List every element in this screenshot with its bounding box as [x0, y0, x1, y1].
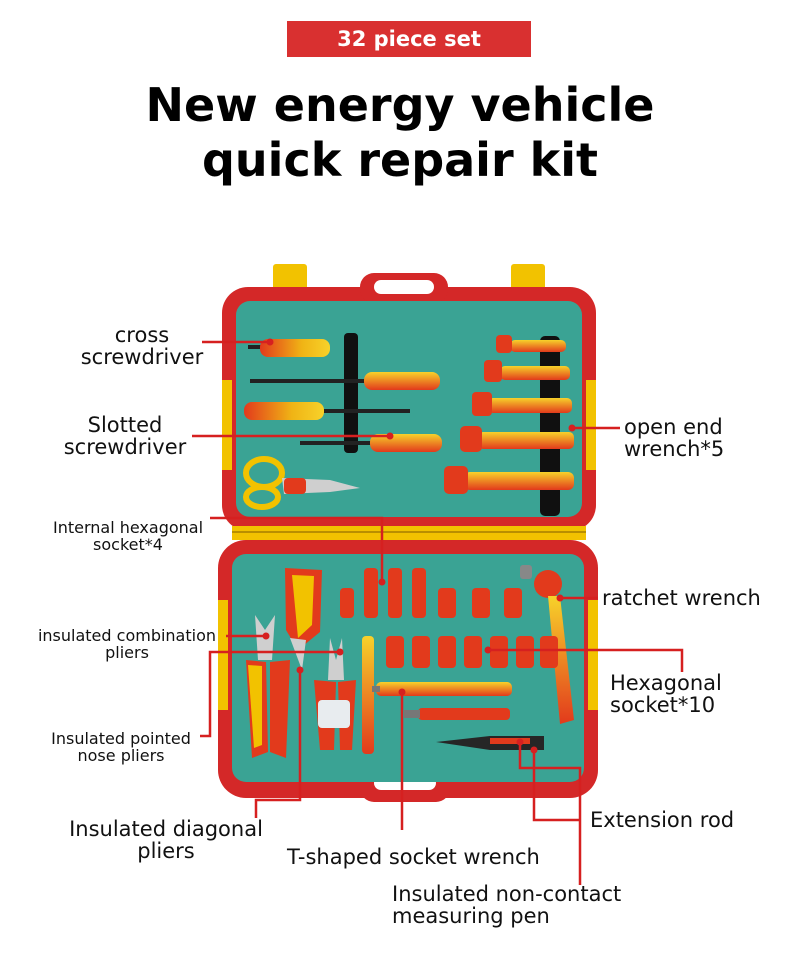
label-line: socket*10	[610, 693, 716, 718]
label-combination-pliers: insulated combination pliers	[20, 626, 234, 662]
label-line: open end	[624, 415, 723, 439]
label-line: Insulated diagonal	[69, 817, 263, 841]
extension-rod	[404, 708, 510, 720]
label-line: wrench*5	[624, 437, 725, 462]
label-line: socket*4	[93, 534, 163, 554]
pointed-nose-pliers	[314, 638, 356, 750]
label-line: Internal hexagonal	[52, 518, 204, 537]
piece-count-badge: 32 piece set	[287, 21, 531, 57]
label-measuring-pen: Insulated non-contact measuring pen	[392, 883, 621, 927]
page-title: New energy vehicle quick repair kit	[0, 78, 800, 188]
label-t-socket-wrench: T-shaped socket wrench	[287, 845, 540, 869]
label-diagonal-pliers: Insulated diagonal pliers	[48, 818, 284, 862]
label-internal-hex-socket: Internal hexagonal socket*4	[30, 518, 226, 554]
label-line: measuring pen	[392, 904, 550, 929]
sockets-bottom-row	[386, 636, 558, 668]
label-line: Insulated non-contact	[392, 882, 622, 906]
label-line: pliers	[105, 642, 149, 662]
label-extension-rod: Extension rod	[590, 808, 735, 832]
diagonal-pliers	[285, 568, 322, 670]
label-hexagonal-socket: Hexagonal socket*10	[610, 672, 722, 716]
leader-lines	[192, 340, 684, 885]
label-line: Slotted	[87, 413, 163, 437]
scissors	[243, 456, 360, 510]
label-slotted-screwdriver: Slotted screwdriver	[50, 414, 200, 458]
label-line: screwdriver	[63, 435, 187, 460]
label-line: Insulated pointed	[51, 729, 191, 748]
t-handle-wrench	[362, 636, 512, 754]
ratchet	[520, 565, 574, 724]
label-line: Hexagonal	[610, 671, 722, 695]
label-line: insulated combination	[37, 626, 217, 645]
leader-dots	[262, 338, 576, 754]
label-line: screwdriver	[80, 345, 204, 370]
label-ratchet-wrench: ratchet wrench	[602, 586, 761, 610]
screwdrivers	[244, 333, 442, 453]
label-line: cross	[114, 323, 170, 347]
label-open-end-wrench: open end wrench*5	[624, 416, 724, 460]
label-line: pliers	[137, 839, 195, 864]
latch-right	[511, 264, 545, 292]
combination-pliers	[246, 615, 290, 758]
title-line-2: quick repair kit	[202, 133, 598, 187]
label-pointed-nose-pliers: Insulated pointed nose pliers	[36, 729, 206, 765]
label-cross-screwdriver: cross screwdriver	[62, 324, 222, 368]
title-line-1: New energy vehicle	[145, 78, 655, 132]
sockets-top-row	[340, 568, 522, 618]
latch-left	[273, 264, 307, 292]
label-line: nose pliers	[77, 745, 165, 765]
measuring-pen	[436, 736, 544, 750]
open-end-wrenches	[444, 335, 574, 516]
